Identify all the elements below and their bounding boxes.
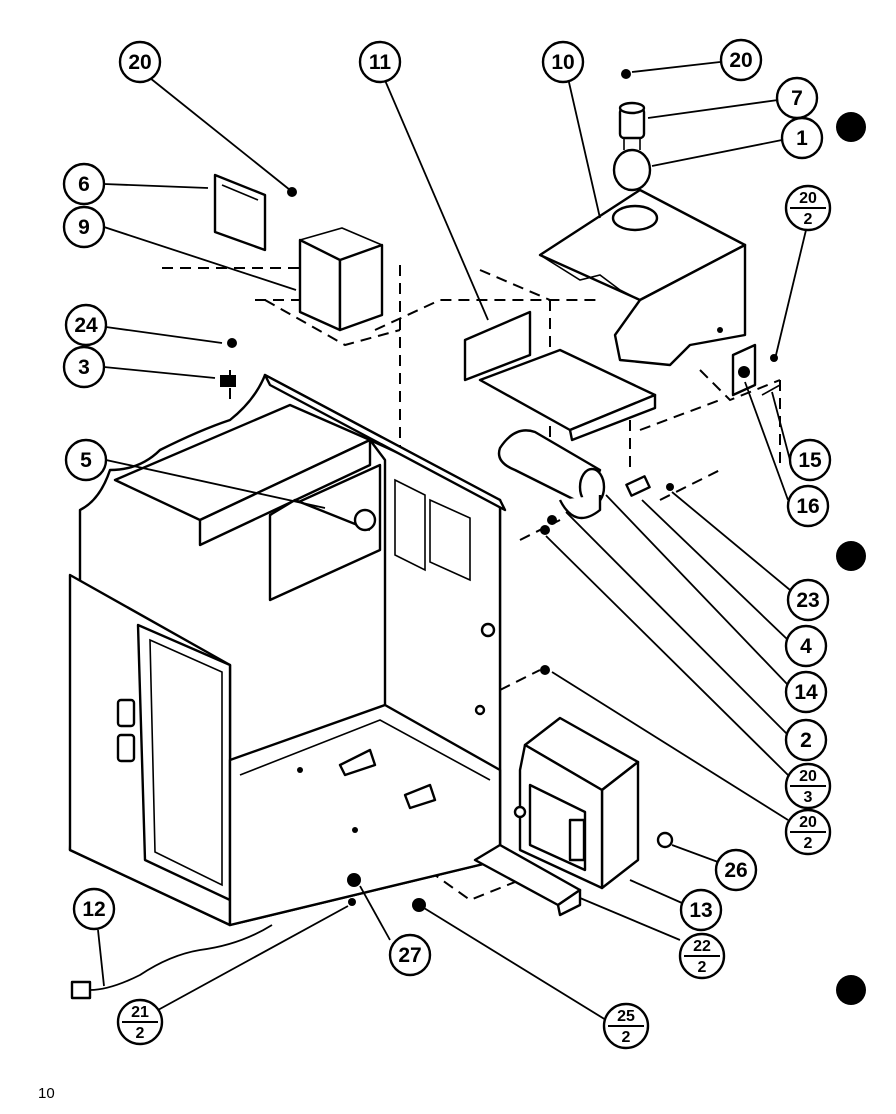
svg-text:20: 20: [799, 768, 817, 785]
callout-10: 10: [541, 40, 585, 84]
callouts: 20 11 10 20 7 1 6: [62, 38, 832, 1050]
svg-text:6: 6: [78, 173, 90, 196]
svg-text:23: 23: [796, 589, 819, 612]
page-number: 10: [38, 1085, 55, 1102]
callout-21-2: 21 2: [116, 998, 164, 1046]
callout-26: 26: [714, 848, 758, 892]
svg-text:14: 14: [794, 681, 818, 704]
callout-1: 1: [780, 116, 824, 160]
part-14-clamp: [558, 495, 602, 520]
part-23-connector: [625, 475, 651, 497]
part-4-tube: [497, 429, 606, 507]
svg-text:4: 4: [800, 635, 812, 658]
svg-text:20: 20: [799, 814, 817, 831]
callout-13: 13: [679, 888, 723, 932]
svg-text:20: 20: [799, 190, 817, 207]
callout-24: 24: [64, 303, 108, 347]
svg-text:2: 2: [804, 211, 813, 228]
callout-12: 12: [72, 887, 116, 931]
part-7-socket: [618, 101, 646, 140]
part-16-switch-plate: [731, 343, 757, 397]
callout-20-top-right: 20: [719, 38, 763, 82]
svg-text:24: 24: [74, 314, 98, 337]
part-13-transformer: [513, 716, 640, 890]
cabinet-housing: [68, 373, 507, 927]
registration-dot: [836, 975, 866, 1005]
callout-2: 2: [784, 718, 828, 762]
part-10-top-cover: [538, 188, 747, 367]
svg-text:13: 13: [689, 899, 712, 922]
svg-text:2: 2: [804, 835, 813, 852]
part-1-bulb: [612, 137, 652, 192]
svg-text:2: 2: [136, 1025, 145, 1042]
svg-text:10: 10: [551, 51, 574, 74]
svg-text:5: 5: [80, 449, 92, 472]
part-11-shelf: [463, 310, 657, 442]
callout-5: 5: [64, 438, 108, 482]
callout-20-2-lower: 20 2: [784, 808, 832, 856]
svg-text:3: 3: [804, 789, 813, 806]
callout-6: 6: [62, 162, 106, 206]
part-12-power-cord: [70, 924, 273, 1000]
callout-23: 23: [786, 578, 830, 622]
callout-4: 4: [784, 624, 828, 668]
svg-text:12: 12: [82, 898, 105, 921]
part-22-bracket: [473, 843, 582, 917]
callout-15: 15: [788, 438, 832, 482]
svg-text:9: 9: [78, 216, 90, 239]
svg-text:22: 22: [693, 938, 711, 955]
callout-16: 16: [786, 484, 830, 528]
svg-text:11: 11: [369, 51, 392, 74]
callout-14: 14: [784, 670, 828, 714]
svg-text:21: 21: [131, 1004, 149, 1021]
callout-20-2-upper: 20 2: [784, 184, 832, 232]
registration-dot: [836, 541, 866, 571]
svg-text:2: 2: [622, 1029, 631, 1046]
svg-text:27: 27: [398, 944, 421, 967]
svg-text:16: 16: [796, 495, 819, 518]
callout-20-top-left: 20: [118, 40, 162, 84]
callout-11: 11: [358, 40, 402, 84]
svg-text:2: 2: [800, 729, 812, 752]
callout-22-2: 22 2: [678, 932, 726, 980]
svg-text:20: 20: [729, 49, 752, 72]
callout-7: 7: [775, 76, 819, 120]
part-9-bracket: [298, 227, 384, 332]
svg-text:20: 20: [128, 51, 151, 74]
callout-3: 3: [62, 345, 106, 389]
leader-lines: [97, 61, 807, 1021]
part-15-screws: [761, 354, 781, 396]
svg-text:2: 2: [698, 959, 707, 976]
callout-20-3: 20 3: [784, 762, 832, 810]
svg-text:1: 1: [796, 127, 808, 150]
svg-text:3: 3: [78, 356, 90, 379]
callout-27: 27: [388, 933, 432, 977]
svg-text:7: 7: [791, 87, 803, 110]
callout-25-2: 25 2: [602, 1002, 650, 1050]
svg-text:26: 26: [724, 859, 747, 882]
svg-text:15: 15: [798, 449, 822, 472]
svg-text:25: 25: [617, 1008, 635, 1025]
callout-9: 9: [62, 205, 106, 249]
part-6-plate: [213, 173, 267, 252]
registration-dot: [836, 112, 866, 142]
